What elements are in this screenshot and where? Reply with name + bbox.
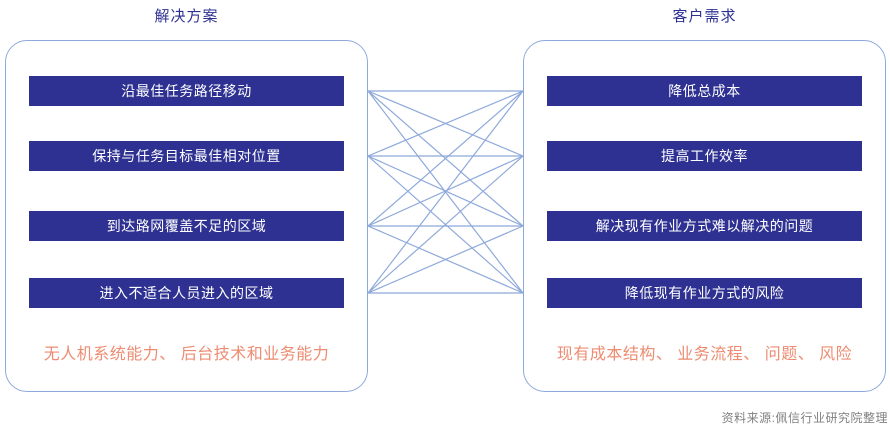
need-item: 提高工作效率 bbox=[547, 141, 862, 171]
solution-item: 沿最佳任务路径移动 bbox=[29, 76, 344, 106]
solutions-panel: 沿最佳任务路径移动保持与任务目标最佳相对位置到达路网覆盖不足的区域进入不适合人员… bbox=[5, 40, 368, 392]
need-item: 降低现有作业方式的风险 bbox=[547, 278, 862, 308]
needs-panel: 降低总成本提高工作效率解决现有作业方式难以解决的问题降低现有作业方式的风险 现有… bbox=[523, 40, 886, 392]
source-note: 资料来源:佩信行业研究院整理 bbox=[721, 411, 888, 425]
solutions-list: 沿最佳任务路径移动保持与任务目标最佳相对位置到达路网覆盖不足的区域进入不适合人员… bbox=[6, 41, 367, 391]
solution-item: 保持与任务目标最佳相对位置 bbox=[29, 141, 344, 171]
needs-list: 降低总成本提高工作效率解决现有作业方式难以解决的问题降低现有作业方式的风险 bbox=[524, 41, 885, 391]
need-item: 降低总成本 bbox=[547, 76, 862, 106]
solutions-title: 解决方案 bbox=[154, 8, 219, 25]
solution-item: 进入不适合人员进入的区域 bbox=[29, 278, 344, 308]
need-item: 解决现有作业方式难以解决的问题 bbox=[547, 211, 862, 241]
solution-item: 到达路网覆盖不足的区域 bbox=[29, 211, 344, 241]
needs-title: 客户需求 bbox=[672, 8, 737, 25]
needs-caption: 现有成本结构、 业务流程、 问题、 风险 bbox=[556, 346, 853, 363]
solutions-caption: 无人机系统能力、 后台技术和业务能力 bbox=[43, 346, 330, 363]
